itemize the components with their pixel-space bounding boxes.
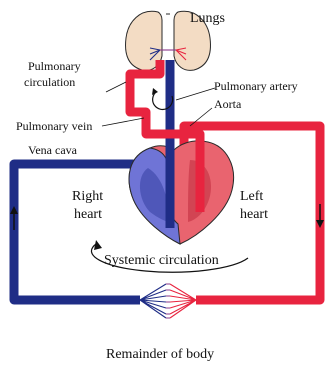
label-right-heart-line1: Right bbox=[72, 189, 103, 204]
label-pulmonary-artery: Pulmonary artery bbox=[214, 79, 298, 93]
label-right-heart-line2: heart bbox=[74, 207, 102, 222]
label-pulmonary-vein: Pulmonary vein bbox=[16, 119, 92, 133]
label-left-heart-line1: Left bbox=[240, 189, 263, 204]
label-remainder-of-body: Remainder of body bbox=[106, 347, 214, 362]
label-leader-lines bbox=[102, 82, 215, 126]
label-pulmonary-circulation-line1: Pulmonary bbox=[28, 59, 81, 73]
label-systemic-circulation: Systemic circulation bbox=[104, 253, 219, 268]
heart-shape bbox=[129, 141, 233, 244]
label-aorta: Aorta bbox=[214, 97, 242, 111]
label-vena-cava: Vena cava bbox=[28, 143, 78, 157]
arrow-backdrops bbox=[10, 204, 18, 232]
label-pulmonary-circulation-line2: circulation bbox=[24, 75, 75, 89]
body-capillaries bbox=[140, 284, 196, 318]
label-left-heart-line2: heart bbox=[240, 207, 268, 222]
label-lungs: Lungs bbox=[190, 11, 225, 26]
